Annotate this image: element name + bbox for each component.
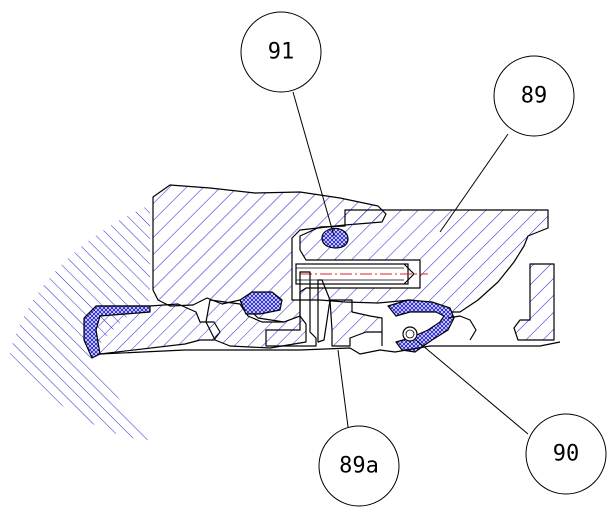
middle-carrier <box>205 299 307 349</box>
leader-90 <box>415 339 529 435</box>
pin <box>295 263 428 285</box>
housing-hatch-left <box>8 205 150 440</box>
spring-seal-90 <box>387 299 455 353</box>
callout-89: 89 <box>493 55 575 137</box>
part-89-body <box>299 209 549 313</box>
leader-91 <box>292 91 335 237</box>
spring-clip <box>317 279 331 343</box>
o-ring-91 <box>321 227 349 249</box>
svg-text:90: 90 <box>553 442 580 467</box>
right-flange <box>513 263 555 341</box>
left-lip-seal <box>83 305 151 359</box>
spring-coil <box>402 326 418 342</box>
part-89a-ring <box>329 299 383 347</box>
svg-text:89a: 89a <box>339 454 379 479</box>
shaft-outline <box>99 341 561 355</box>
main-body-part <box>152 184 387 323</box>
svg-text:89: 89 <box>521 84 548 109</box>
callout-89a: 89a <box>318 425 400 507</box>
retaining-bracket <box>265 271 317 347</box>
middle-seal-ring <box>239 291 283 315</box>
callout-91: 91 <box>240 11 322 93</box>
leader-89 <box>439 133 509 233</box>
svg-text:91: 91 <box>268 40 295 65</box>
leader-89a <box>337 349 351 443</box>
callout-90: 90 <box>525 413 607 495</box>
